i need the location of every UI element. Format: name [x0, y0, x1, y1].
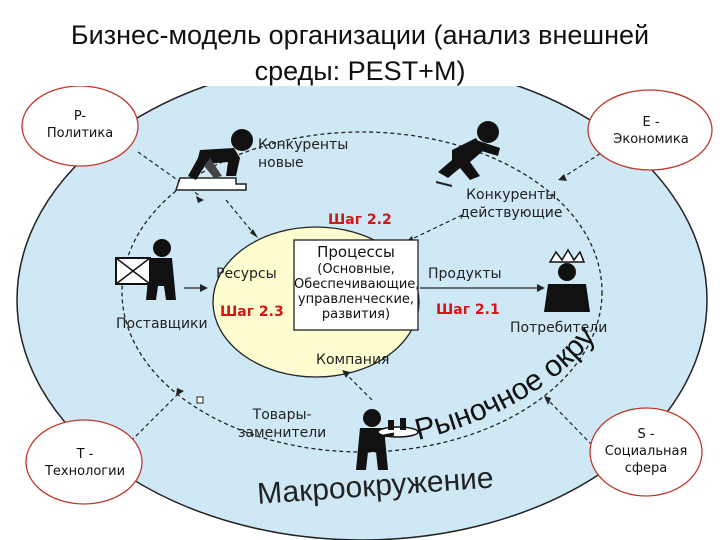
processes-box — [293, 239, 419, 331]
company-label: Компания — [316, 352, 390, 368]
node-politics — [21, 85, 139, 167]
arrow-substitutes — [345, 373, 373, 401]
social-label: S - Социальная сфера — [604, 427, 688, 476]
step-2-2-label: Шаг 2.2 — [328, 212, 392, 228]
politics-label: P- Политика — [46, 109, 114, 141]
page-title: Бизнес-модель организации (анализ внешне… — [20, 4, 700, 86]
step-2-3-label: Шаг 2.3 — [220, 304, 284, 320]
node-economics — [587, 89, 713, 171]
substitutes-label: Товары- заменители — [238, 407, 327, 441]
economics-label: E - Экономика — [613, 115, 689, 147]
marker-square — [196, 396, 204, 404]
step-2-1-label: Шаг 2.1 — [436, 302, 500, 318]
technology-label: T - Технологии — [44, 447, 126, 479]
products-label: Продукты — [428, 266, 502, 282]
substitutes-figure-icon — [356, 409, 419, 470]
consumers-label: Потребители — [510, 320, 608, 336]
node-technology — [25, 419, 143, 505]
title-line-2: среды: PEST+M) — [254, 56, 466, 86]
new-competitors-label: Конкуренты новые — [258, 137, 349, 171]
title-line-1: Бизнес-модель организации (анализ внешне… — [70, 20, 650, 50]
arrow-technology — [125, 391, 181, 447]
processes-title: Процессы — [317, 243, 395, 261]
arrow-social — [547, 399, 593, 446]
resources-label: Ресурсы — [216, 266, 277, 282]
current-competitors-label: Конкуренты действующие — [460, 187, 563, 221]
consumer-figure-icon — [544, 248, 590, 312]
node-social — [589, 407, 703, 497]
suppliers-label: Поставщики — [116, 316, 208, 332]
current-competitor-figure-icon — [435, 121, 500, 187]
new-competitor-figure-icon — [174, 129, 253, 191]
supplier-figure-icon — [115, 239, 176, 300]
processes-content: Процессы (Основные, Обеспечивающие, упра… — [294, 243, 420, 322]
arrow-current-competitors — [409, 214, 463, 241]
arrow-new-competitors — [225, 199, 255, 235]
